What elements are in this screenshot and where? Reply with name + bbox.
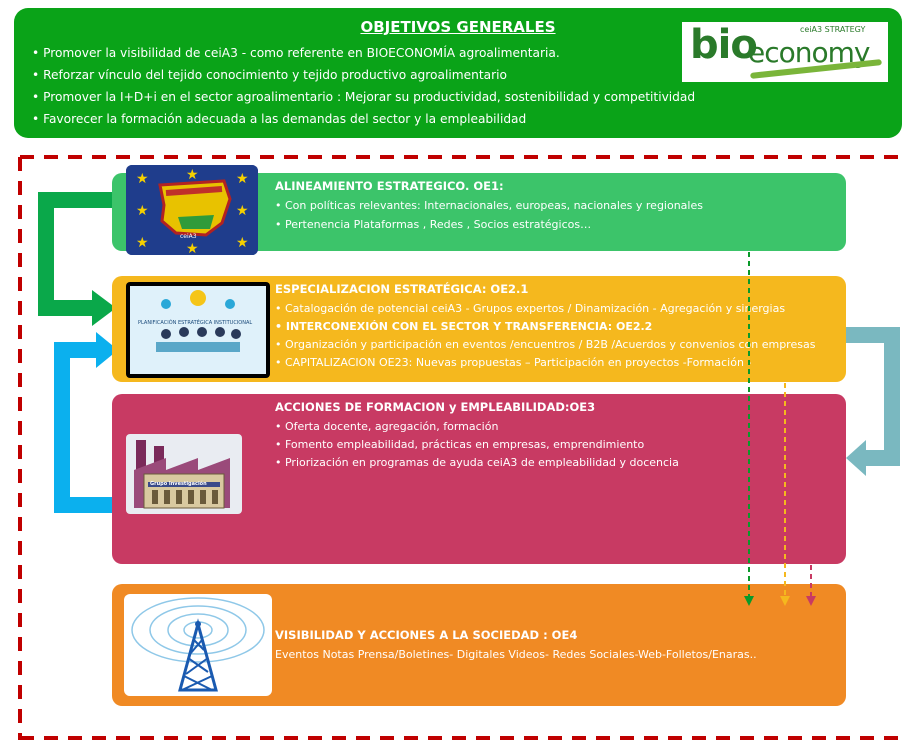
oe2-line: • Organización y participación en evento… bbox=[275, 338, 816, 351]
svg-text:★: ★ bbox=[236, 171, 249, 187]
spain-eu-map-image: ★ ★ ★ ★ ★ ★ ★ ★ ceiA3 bbox=[126, 165, 258, 255]
eu-flag-map-icon: ★ ★ ★ ★ ★ ★ ★ ★ bbox=[126, 165, 258, 255]
green-connector-arrowhead bbox=[744, 596, 754, 606]
header-bullet: • Favorecer la formación adecuada a las … bbox=[32, 112, 527, 126]
oe1-title: ALINEAMIENTO ESTRATEGICO. OE1: bbox=[275, 179, 504, 193]
oe3-title: ACCIONES DE FORMACION y EMPLEABILIDAD:OE… bbox=[275, 400, 596, 414]
factory-building-image: Grupo Investigación bbox=[126, 434, 242, 514]
header-bullet: • Promover la I+D+i en el sector agroali… bbox=[32, 90, 696, 104]
oe4-title: VISIBILIDAD Y ACCIONES A LA SOCIEDAD : O… bbox=[275, 628, 578, 642]
header-bullet: • Reforzar vínculo del tejido conocimien… bbox=[32, 68, 507, 82]
oe3-line: • Priorización en programas de ayuda cei… bbox=[275, 456, 679, 469]
bioeconomy-logo: bio economy ceiA3 STRATEGY bbox=[682, 22, 888, 82]
strategic-planning-image: PLANIFICACIÓN ESTRATÉGICA INSTITUCIONAL bbox=[126, 282, 270, 378]
green-arrowhead bbox=[92, 290, 116, 326]
factory-caption: Grupo Investigación bbox=[150, 481, 207, 487]
map-caption: ceiA3 bbox=[180, 233, 197, 240]
oe3-box: Grupo Investigación ACCIONES DE FORMACIO… bbox=[112, 394, 846, 564]
broadcast-tower-image bbox=[124, 594, 272, 696]
svg-text:★: ★ bbox=[136, 203, 149, 219]
objectives-header: OBJETIVOS GENERALES • Promover la visibi… bbox=[14, 8, 902, 138]
blue-arrowhead bbox=[96, 332, 118, 368]
oe2-box: PLANIFICACIÓN ESTRATÉGICA INSTITUCIONAL … bbox=[112, 276, 846, 382]
svg-text:★: ★ bbox=[186, 241, 199, 255]
svg-text:★: ★ bbox=[186, 167, 199, 183]
antenna-tower-icon bbox=[131, 597, 265, 692]
planning-caption: PLANIFICACIÓN ESTRATÉGICA INSTITUCIONAL bbox=[138, 320, 253, 326]
oe2-title: ESPECIALIZACION ESTRATÉGICA: OE2.1 bbox=[275, 282, 529, 296]
logo-strategy-text: ceiA3 STRATEGY bbox=[800, 25, 866, 34]
oe4-box: VISIBILIDAD Y ACCIONES A LA SOCIEDAD : O… bbox=[112, 584, 846, 706]
oe2-line: • INTERCONEXIÓN CON EL SECTOR Y TRANSFER… bbox=[275, 320, 653, 333]
yellow-connector-arrowhead bbox=[780, 596, 790, 606]
green-arrow bbox=[38, 192, 112, 316]
oe1-line: • Con políticas relevantes: Internaciona… bbox=[275, 199, 703, 212]
oe1-box: ★ ★ ★ ★ ★ ★ ★ ★ ceiA3 ALINEAMIENTO ESTRA… bbox=[112, 165, 846, 255]
oe2-line: • Catalogación de potencial ceiA3 - Grup… bbox=[275, 302, 786, 315]
header-title: OBJETIVOS GENERALES bbox=[360, 18, 556, 36]
teal-arrowhead bbox=[846, 440, 866, 476]
oe3-line: • Fomento empleabilidad, prácticas en em… bbox=[275, 438, 645, 451]
svg-text:★: ★ bbox=[236, 203, 249, 219]
oe3-line: • Oferta docente, agregación, formación bbox=[275, 420, 499, 433]
oe2-line: • CAPITALIZACION OE23: Nuevas propuestas… bbox=[275, 356, 752, 369]
svg-text:★: ★ bbox=[136, 235, 149, 251]
oe1-line: • Pertenencia Plataformas , Redes , Soci… bbox=[275, 218, 592, 231]
factory-icon bbox=[134, 440, 230, 509]
blue-arrow bbox=[54, 342, 112, 513]
svg-text:★: ★ bbox=[136, 171, 149, 187]
meeting-illustration-icon bbox=[130, 286, 266, 374]
svg-text:★: ★ bbox=[236, 235, 249, 251]
teal-arrow bbox=[846, 327, 900, 466]
oe4-line: Eventos Notas Prensa/Boletines- Digitale… bbox=[275, 648, 757, 661]
header-bullet: • Promover la visibilidad de ceiA3 - com… bbox=[32, 46, 560, 60]
logo-bio-text: bio bbox=[690, 22, 758, 68]
pink-connector-arrowhead bbox=[806, 596, 816, 606]
